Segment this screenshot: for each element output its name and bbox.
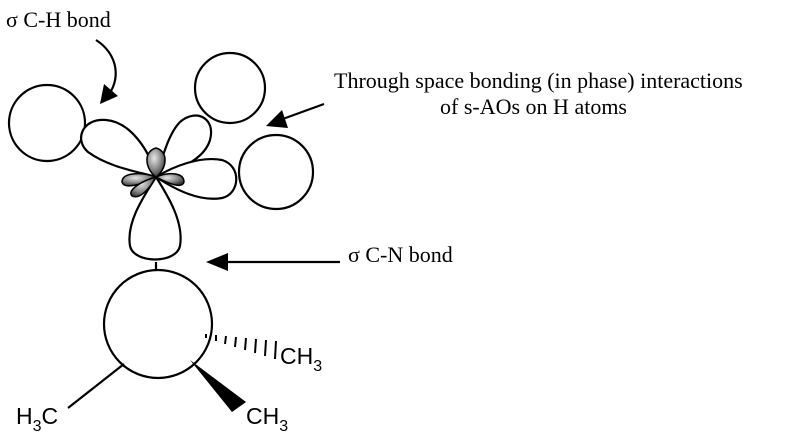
label-sigma-cn-bond: σ C-N bond — [348, 242, 453, 267]
shaded-lobe-right — [154, 172, 185, 187]
shaded-lobe-bottom-left — [130, 175, 158, 198]
hybrid-lobe-left — [80, 118, 158, 179]
methyl-bottom: CH3 — [246, 403, 288, 435]
arrow-sigma-cn-head — [206, 253, 228, 271]
h-s-orbital-left — [7, 83, 87, 163]
h-s-orbital-right — [237, 133, 315, 211]
shaded-lobe-top — [146, 147, 166, 178]
label-through-space-1: Through space bonding (in phase) interac… — [334, 68, 743, 93]
bond-to-left-methyl — [67, 363, 125, 409]
arrow-through-space-shaft — [279, 102, 325, 122]
methyl-left: H3C — [16, 403, 58, 435]
hybrid-lobe-right — [153, 158, 238, 200]
h-s-orbital-top — [193, 51, 267, 125]
hashed-bond — [205, 334, 277, 360]
nitrogen-orbital — [102, 268, 214, 380]
label-sigma-ch-bond: σ C-H bond — [6, 7, 111, 32]
wedge-bond — [190, 360, 246, 412]
label-through-space-2: of s-AOs on H atoms — [440, 94, 627, 119]
hybrid-lobe-down — [128, 174, 182, 261]
arrow-sigma-ch-head — [100, 84, 118, 104]
arrow-through-space-head — [266, 110, 288, 128]
methyl-right: CH3 — [280, 343, 322, 375]
